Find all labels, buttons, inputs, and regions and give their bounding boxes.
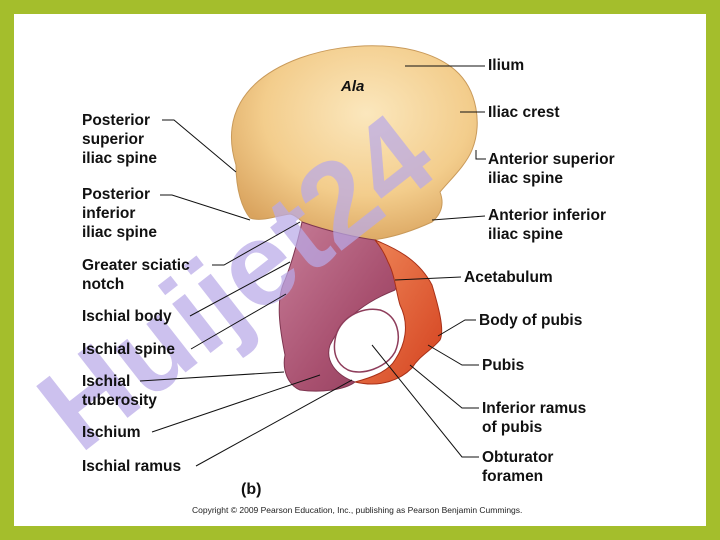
label-iliac-crest: Iliac crest (488, 104, 560, 121)
label-greater-sciatic-notch: Greater sciatic notch (82, 257, 190, 293)
leader-ischial-body (189, 261, 291, 317)
leader-ischial-spine (190, 293, 287, 350)
obturator-foramen-shape (333, 308, 399, 373)
label-acetabulum: Acetabulum (464, 269, 553, 286)
figure-label: (b) (241, 481, 262, 498)
label-body-of-pubis: Body of pubis (479, 312, 583, 329)
leader-lines (139, 65, 486, 467)
label-posterior-superior-iliac-spine: Posterior superior iliac spine (82, 112, 157, 167)
label-ischial-spine: Ischial spine (82, 341, 176, 358)
leader-acetabulum (394, 276, 462, 281)
leader-ischial-ramus (195, 379, 353, 467)
leader-greater-sciatic (212, 221, 301, 266)
label-ilium: Ilium (488, 57, 525, 74)
label-ischial-tuberosity: Ischial tuberosity (82, 373, 157, 409)
leader-ischial-tuberosity (139, 371, 285, 382)
label-inferior-ramus-of-pubis: Inferior ramus of pubis (482, 400, 587, 436)
leader-asis (475, 150, 486, 160)
leader-body-of-pubis (437, 319, 476, 337)
ala-label: Ala (341, 78, 365, 95)
copyright-text: Copyright © 2009 Pearson Education, Inc.… (192, 505, 523, 515)
label-ischial-ramus: Ischial ramus (82, 458, 182, 475)
leader-psis (162, 119, 237, 173)
label-ischial-body: Ischial body (82, 308, 172, 325)
label-ischium: Ischium (82, 424, 141, 441)
label-obturator-foramen: Obturator foramen (482, 449, 554, 485)
leader-obturator (371, 344, 479, 458)
leader-pubis (427, 344, 479, 366)
leader-aiis (431, 215, 486, 221)
label-anterior-inferior-iliac-spine: Anterior inferior iliac spine (488, 207, 606, 243)
label-anterior-superior-iliac-spine: Anterior superior iliac spine (488, 151, 615, 187)
pubis-shape (354, 239, 443, 385)
ilium-shape (231, 45, 478, 241)
label-pubis: Pubis (482, 357, 525, 374)
leader-piis (160, 194, 251, 221)
leader-inferior-ramus (409, 364, 479, 409)
label-posterior-inferior-iliac-spine: Posterior inferior iliac spine (82, 186, 157, 241)
leader-ischium (151, 374, 321, 433)
